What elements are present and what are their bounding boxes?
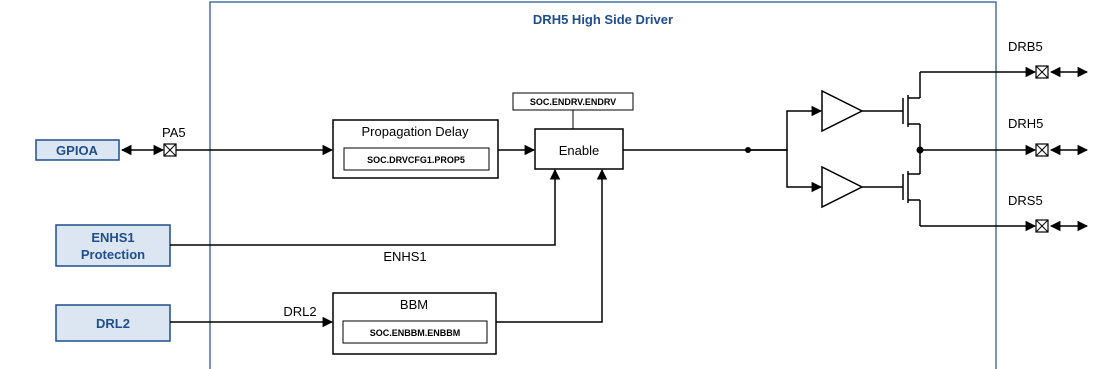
bbm-register-label: SOC.ENBBM.ENBBM bbox=[370, 328, 461, 338]
upper-driver-input-wire bbox=[748, 105, 823, 151]
bbm-label: BBM bbox=[400, 297, 428, 312]
pa5-label: PA5 bbox=[162, 125, 186, 140]
propagation-delay-label: Propagation Delay bbox=[362, 124, 469, 139]
lower-driver-input-wire bbox=[748, 149, 823, 193]
enable-label: Enable bbox=[559, 143, 599, 158]
upper-buffer-icon bbox=[821, 89, 864, 133]
pa5-pad-icon bbox=[163, 143, 177, 157]
enhs1-wire bbox=[170, 168, 561, 246]
driver-container bbox=[209, 1, 997, 369]
gpioa-label: GPIOA bbox=[56, 143, 99, 158]
bbm-to-enable-wire bbox=[496, 168, 608, 323]
drs5-label: DRS5 bbox=[1008, 193, 1043, 208]
drb5-label: DRB5 bbox=[1008, 39, 1043, 54]
enable-register-box: SOC.ENDRV.ENDRV bbox=[512, 92, 634, 111]
diagram-title: DRH5 High Side Driver bbox=[533, 12, 673, 27]
drh5-label: DRH5 bbox=[1008, 116, 1043, 131]
enable-register-label: SOC.ENDRV.ENDRV bbox=[530, 97, 616, 107]
propagation-delay-block: Propagation Delay SOC.DRVCFG1.PROP5 bbox=[332, 119, 499, 179]
lower-mosfet-icon bbox=[902, 152, 921, 226]
enhs1-label: ENHS1 bbox=[91, 230, 134, 245]
enhs1-signal-label: ENHS1 bbox=[383, 249, 426, 264]
bbm-block: BBM SOC.ENBBM.ENBBM bbox=[332, 292, 497, 355]
lower-buffer-icon bbox=[821, 165, 864, 209]
drs5-pad-icon bbox=[1035, 219, 1049, 233]
upper-mosfet-icon bbox=[902, 72, 921, 148]
drl2-signal-label: DRL2 bbox=[283, 304, 316, 319]
drb5-pad-icon bbox=[1035, 65, 1049, 79]
enhs1-protection-input-box: ENHS1 Protection bbox=[55, 224, 171, 267]
enable-block: Enable bbox=[534, 128, 624, 170]
protection-label: Protection bbox=[81, 247, 145, 262]
drl2-input-box: DRL2 bbox=[55, 304, 171, 342]
gpioa-input-box: GPIOA bbox=[35, 139, 120, 161]
propagation-register-label: SOC.DRVCFG1.PROP5 bbox=[367, 155, 465, 165]
drl2-input-label: DRL2 bbox=[96, 316, 130, 331]
drh5-pad-icon bbox=[1035, 143, 1049, 157]
